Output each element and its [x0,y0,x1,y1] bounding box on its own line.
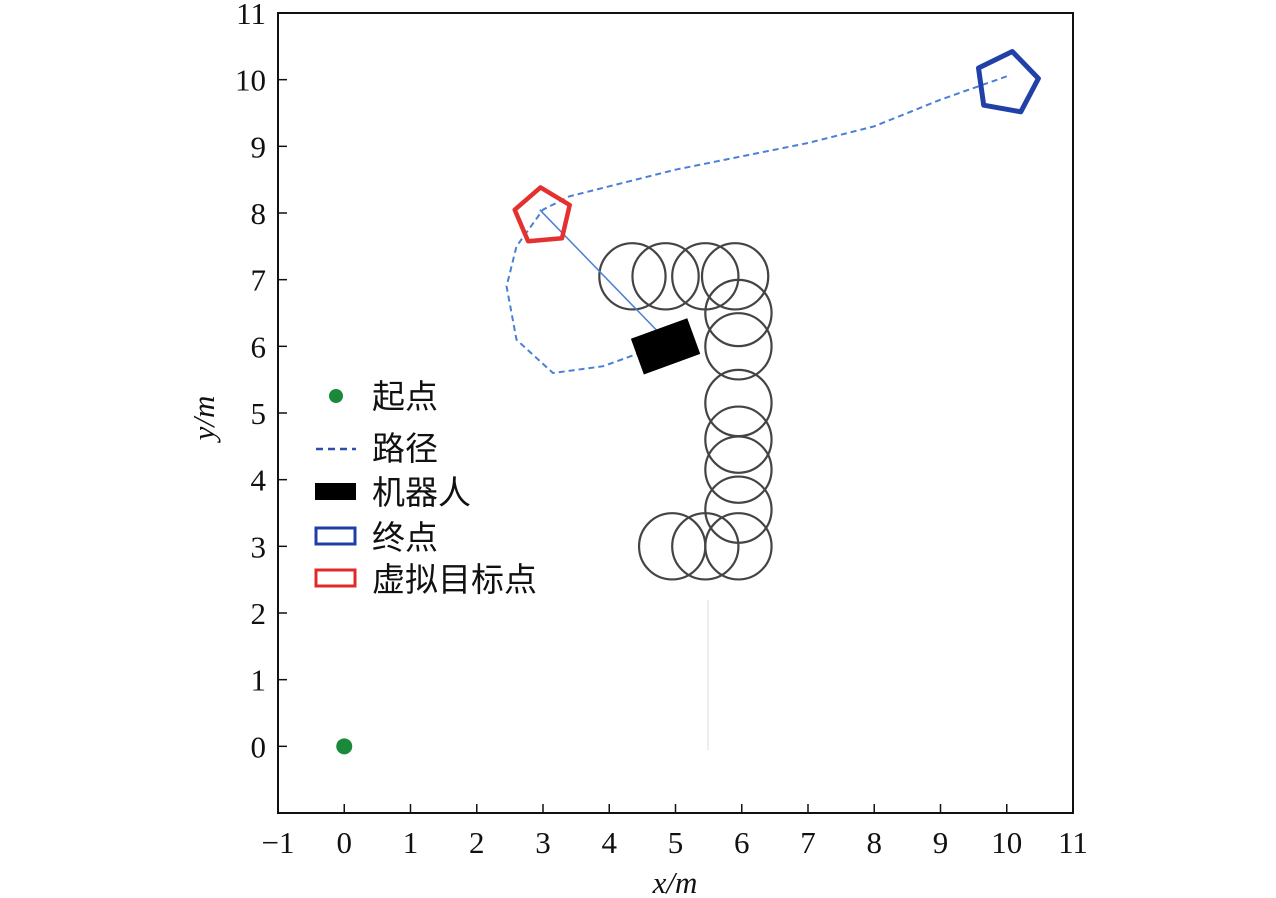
y-axis-ticks: 0 1 2 3 4 5 6 7 8 9 10 11 [235,0,287,764]
obstacle-circle [700,242,770,311]
legend-goal-swatch [314,526,357,546]
legend: 起点 路径 机器人 终点 虚拟目标点 [314,377,537,599]
y-tick-label: 5 [251,396,267,431]
legend-label-virtual-target: 虚拟目标点 [372,560,537,599]
y-tick-label: 10 [235,63,266,98]
obstacle-circle [631,242,700,311]
y-tick-label: 2 [251,596,267,631]
x-tick-label: 9 [933,825,949,860]
virtual-target-pentagon [512,185,572,244]
markers [336,49,1041,755]
x-tick-label: 7 [800,825,816,860]
goal-pentagon [976,49,1041,115]
heading-line [539,209,673,347]
start-point [336,738,353,755]
obstacle-circle [704,475,773,544]
legend-label-start: 起点 [372,377,438,416]
x-tick-label: 11 [1058,825,1088,860]
legend-robot-swatch [315,483,356,500]
y-tick-label: 7 [251,263,267,298]
obstacle-circle [704,405,773,474]
legend-label-robot: 机器人 [372,473,471,512]
obstacle-circle [704,312,773,381]
robot-rect [630,318,701,375]
x-tick-label: 0 [337,825,353,860]
path-layer [505,75,1008,375]
x-tick-label: 3 [535,825,551,860]
y-tick-label: 9 [251,129,267,164]
x-tick-label: 5 [668,825,684,860]
obstacle-circle [637,512,707,581]
y-tick-label: 4 [251,463,267,498]
obstacle-circle [671,242,740,311]
obstacle-circle [598,242,667,311]
y-axis-label: y/m [186,396,221,444]
x-tick-label: 4 [602,825,618,860]
legend-virtual-target-swatch [314,568,357,588]
obstacle-circles [598,242,773,581]
legend-label-goal: 终点 [372,518,438,557]
obstacle-circle [671,512,740,581]
y-tick-label: 8 [251,196,267,231]
path-line [505,75,1008,375]
y-tick-label: 11 [236,0,266,31]
obstacle-circle [704,435,773,504]
x-tick-label: 8 [867,825,883,860]
x-tick-label: 10 [991,825,1022,860]
y-tick-label: 6 [251,329,267,364]
x-axis-label: x/m [652,865,698,898]
legend-label-path: 路径 [372,429,438,468]
obstacle-circle [704,278,773,348]
y-tick-label: 3 [251,529,267,564]
y-tick-label: 0 [251,729,267,764]
x-axis-ticks: −1 0 1 2 3 4 5 6 7 8 9 10 11 [262,804,1088,860]
legend-start-dot [329,389,343,403]
x-tick-label: 6 [734,825,750,860]
x-tick-label: −1 [262,825,295,860]
y-tick-label: 1 [251,663,267,698]
x-tick-label: 1 [403,825,419,860]
x-tick-label: 2 [469,825,485,860]
